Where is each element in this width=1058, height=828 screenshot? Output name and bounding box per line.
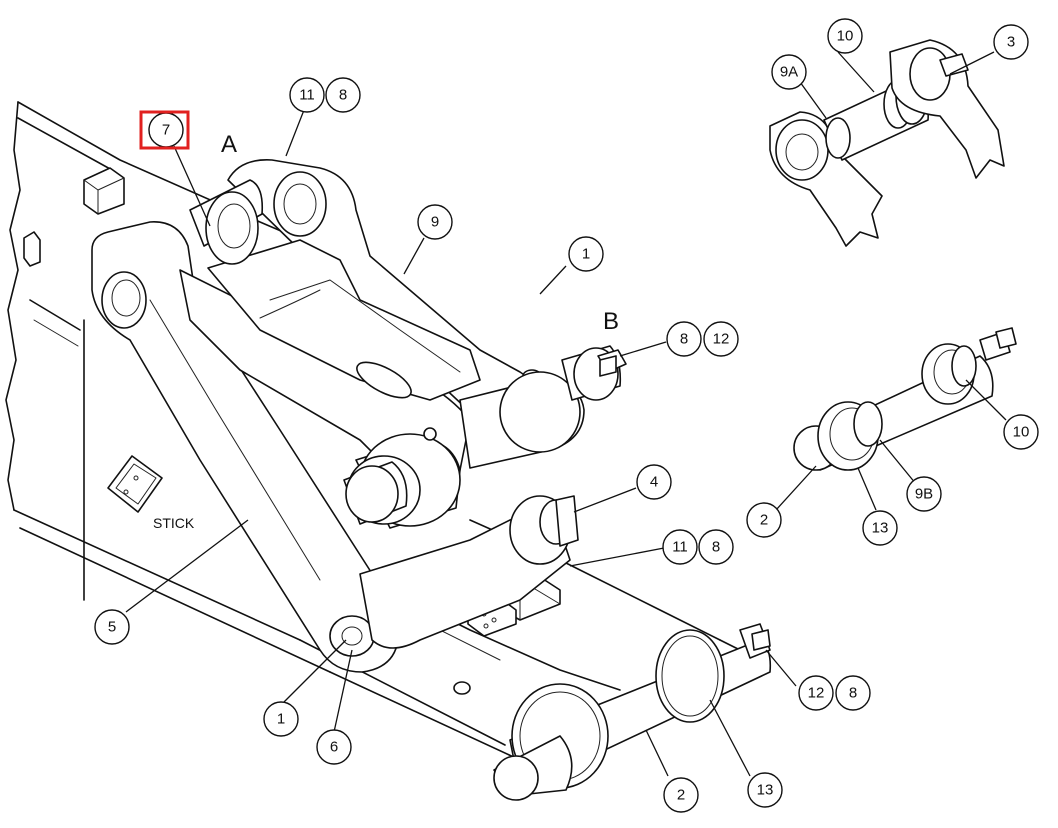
callout-12-low[interactable]: 12 [798,675,834,711]
pin-7 [189,179,264,265]
svg-text:11: 11 [299,87,315,104]
label-b: B [603,308,619,335]
pin-front-left [343,427,461,529]
callout-9b[interactable]: 9B [906,476,942,512]
callout-11-mid[interactable]: 11 [662,529,698,565]
svg-text:4: 4 [650,474,658,491]
callout-9[interactable]: 9 [417,204,453,240]
svg-text:9B: 9B [915,486,933,503]
callout-12-b[interactable]: 12 [703,321,739,357]
callout-2-pin[interactable]: 2 [746,502,782,538]
label-a: A [221,131,237,158]
callout-3[interactable]: 3 [993,24,1029,60]
callout-8-top[interactable]: 8 [325,77,361,113]
svg-text:2: 2 [677,787,685,804]
svg-text:13: 13 [757,782,774,799]
callout-10-right[interactable]: 10 [1003,414,1039,450]
link-9 [179,159,543,481]
leader-lines [125,51,1007,777]
svg-text:10: 10 [837,28,854,45]
label-stick: STICK [153,515,195,531]
svg-text:5: 5 [108,619,116,636]
svg-text:13: 13 [872,520,889,537]
callout-6[interactable]: 6 [316,729,352,765]
callout-13-bottom[interactable]: 13 [747,772,783,808]
callout-8-b[interactable]: 8 [666,321,702,357]
svg-text:1: 1 [582,246,590,263]
pin-2-bottom [493,623,772,801]
inset-top-right [769,39,1005,247]
callout-10-top[interactable]: 10 [827,18,863,54]
link-lower [359,495,579,649]
svg-text:11: 11 [672,539,688,556]
svg-text:1: 1 [277,711,285,728]
callout-1-bottom[interactable]: 1 [263,701,299,737]
callout-8-low[interactable]: 8 [835,675,871,711]
svg-text:8: 8 [680,331,688,348]
callout-9a[interactable]: 9A [771,54,807,90]
svg-text:9: 9 [431,214,439,231]
svg-text:12: 12 [808,685,825,702]
callout-7-highlight [139,110,190,150]
callout-1-top[interactable]: 1 [568,236,604,272]
callout-13-pin[interactable]: 13 [862,510,898,546]
svg-text:8: 8 [849,685,857,702]
pin-b [459,345,627,469]
svg-text:12: 12 [713,331,730,348]
svg-text:7: 7 [162,122,170,139]
link-5 [91,221,399,673]
callout-11-top[interactable]: 11 [289,77,325,113]
callout-4[interactable]: 4 [636,464,672,500]
callout-5[interactable]: 5 [94,609,130,645]
svg-text:9A: 9A [780,64,798,81]
callout-2-bottom[interactable]: 2 [663,777,699,813]
svg-text:6: 6 [330,739,338,756]
svg-text:2: 2 [760,512,768,529]
svg-text:3: 3 [1007,34,1015,51]
svg-text:10: 10 [1013,424,1030,441]
inset-pin-exploded [793,327,1017,471]
callout-7[interactable]: 7 [148,112,184,148]
svg-text:8: 8 [712,539,720,556]
callout-8-mid[interactable]: 8 [698,529,734,565]
svg-text:8: 8 [339,87,347,104]
